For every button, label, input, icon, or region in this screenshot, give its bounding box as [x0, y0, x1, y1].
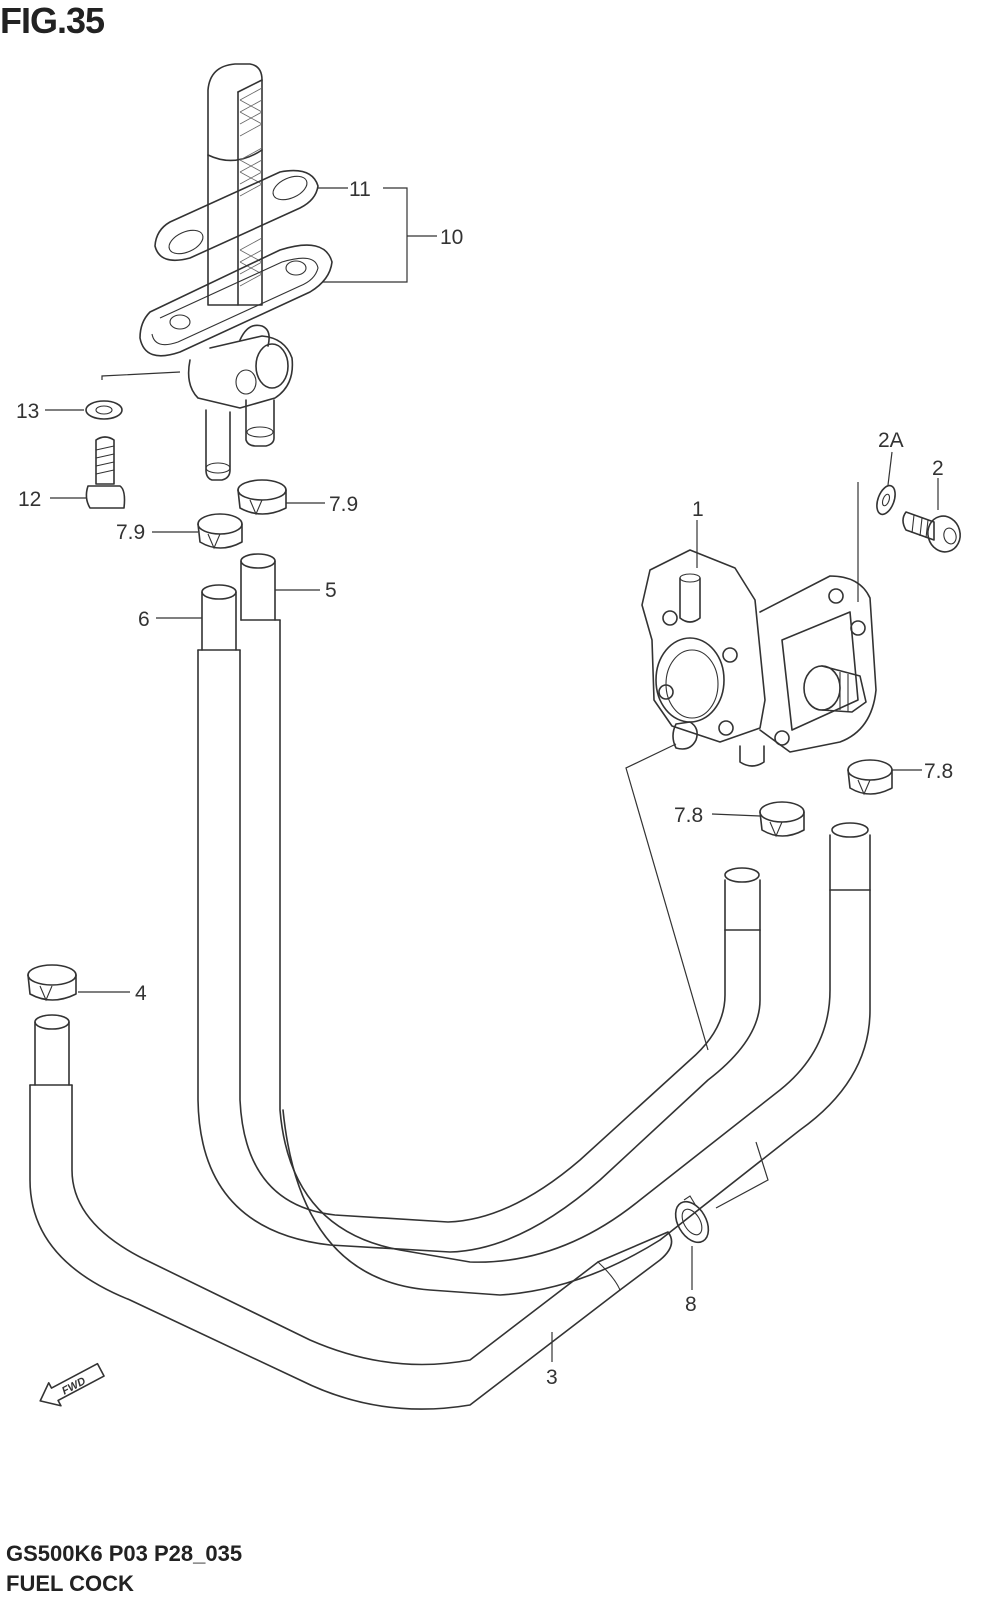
- hose-clamp-7-8-lower: [759, 801, 805, 838]
- hose-clamp-part-4: [27, 964, 77, 1002]
- callout-6: 6: [138, 608, 150, 631]
- hose-clamp-7-9-left: [197, 513, 243, 550]
- callout-5: 5: [325, 579, 337, 602]
- callout-3: 3: [546, 1366, 558, 1389]
- model-code: GS500K6 P03 P28_035: [6, 1541, 243, 1566]
- callout-8: 8: [685, 1293, 697, 1316]
- callout-2a: 2A: [878, 429, 904, 452]
- callout-7-9-right: 7.9: [329, 493, 358, 516]
- callout-labels: 11 10 13 12 7.9 7.9 5 6 4 1 2A 2 7.8 7.8…: [16, 178, 953, 1389]
- callout-12: 12: [18, 488, 41, 511]
- callout-7-9-left: 7.9: [116, 521, 145, 544]
- washer-part-2a: [876, 484, 896, 516]
- fuel-valve-assembly-part-1: [641, 549, 877, 767]
- fuel-hose-part-6: [197, 584, 761, 1253]
- o-ring-part-13: [85, 400, 123, 420]
- hose-clamp-7-9-right: [237, 479, 287, 516]
- hose-clamp-7-8-upper: [847, 759, 893, 796]
- leader-lines: [45, 187, 939, 1362]
- fuel-cock-body: [139, 244, 333, 481]
- callout-4: 4: [135, 982, 147, 1005]
- forward-direction-arrow-icon: FWD: [39, 1362, 105, 1407]
- part-name: FUEL COCK: [6, 1571, 134, 1596]
- callout-11: 11: [349, 178, 371, 201]
- callout-7-8-left: 7.8: [674, 804, 703, 827]
- callout-1: 1: [692, 498, 704, 521]
- callout-13: 13: [16, 400, 39, 423]
- callout-2: 2: [932, 457, 944, 480]
- hose-clamp-part-8: [674, 1195, 710, 1244]
- figure-title: FIG.35: [0, 0, 105, 41]
- screw-part-2: [902, 511, 961, 553]
- fuel-hose-part-3: [29, 1014, 673, 1410]
- fwd-label: FWD: [60, 1375, 88, 1397]
- screw-part-12: [85, 436, 126, 509]
- callout-7-8-right: 7.8: [924, 760, 953, 783]
- callout-10: 10: [440, 226, 463, 249]
- gasket-part-11: [154, 169, 319, 262]
- fuel-hose-part-5: [240, 553, 871, 1296]
